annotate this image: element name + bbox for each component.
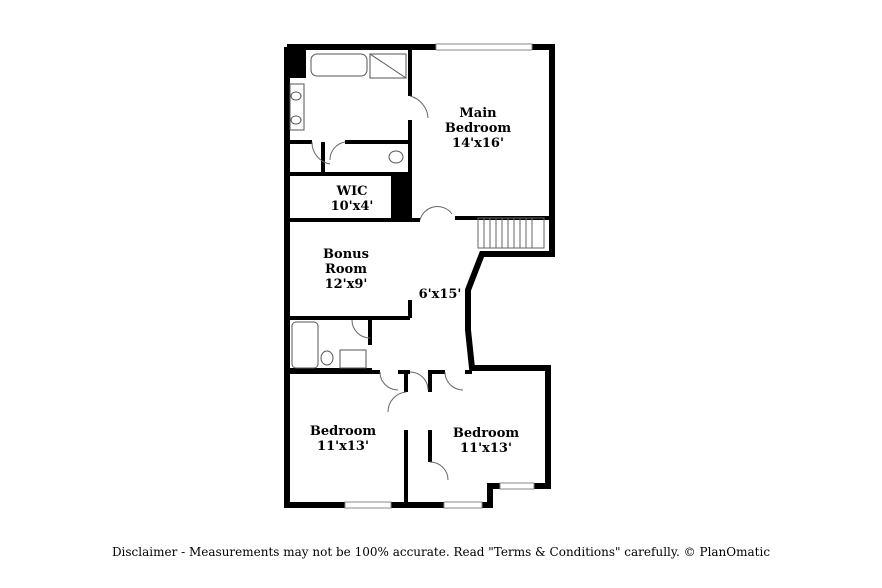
bonus-room-label: Bonus (323, 247, 369, 262)
wic-label: WIC (335, 184, 367, 199)
main-bedroom-label-line2: Bedroom (445, 121, 512, 136)
wic-size: 10'x4' (331, 199, 374, 214)
bedroom-left-size: 11'x13' (317, 439, 369, 454)
bedroom-right-label: Bedroom (453, 426, 520, 441)
wall-column (288, 48, 306, 78)
door-swings (311, 95, 464, 481)
floor-plan: Main Bedroom 14'x16' WIC 10'x4' Bonus Ro… (284, 43, 555, 509)
bedroom-right-size: 11'x13' (460, 441, 512, 456)
bedroom-left-label: Bedroom (310, 424, 377, 439)
windows (344, 43, 535, 509)
wall-column (391, 174, 409, 220)
interior-walls (290, 50, 552, 502)
exterior-walls (284, 44, 555, 508)
main-bedroom-label: Main (459, 106, 497, 121)
hallway-size: 6'x15' (419, 287, 462, 302)
bonus-room-size: 12'x9' (325, 277, 368, 292)
fixtures (289, 53, 407, 369)
bonus-room-label-line2: Room (325, 262, 367, 277)
disclaimer-text: Disclaimer - Measurements may not be 100… (111, 545, 771, 559)
main-bedroom-size: 14'x16' (452, 136, 504, 151)
stairs (477, 217, 545, 249)
